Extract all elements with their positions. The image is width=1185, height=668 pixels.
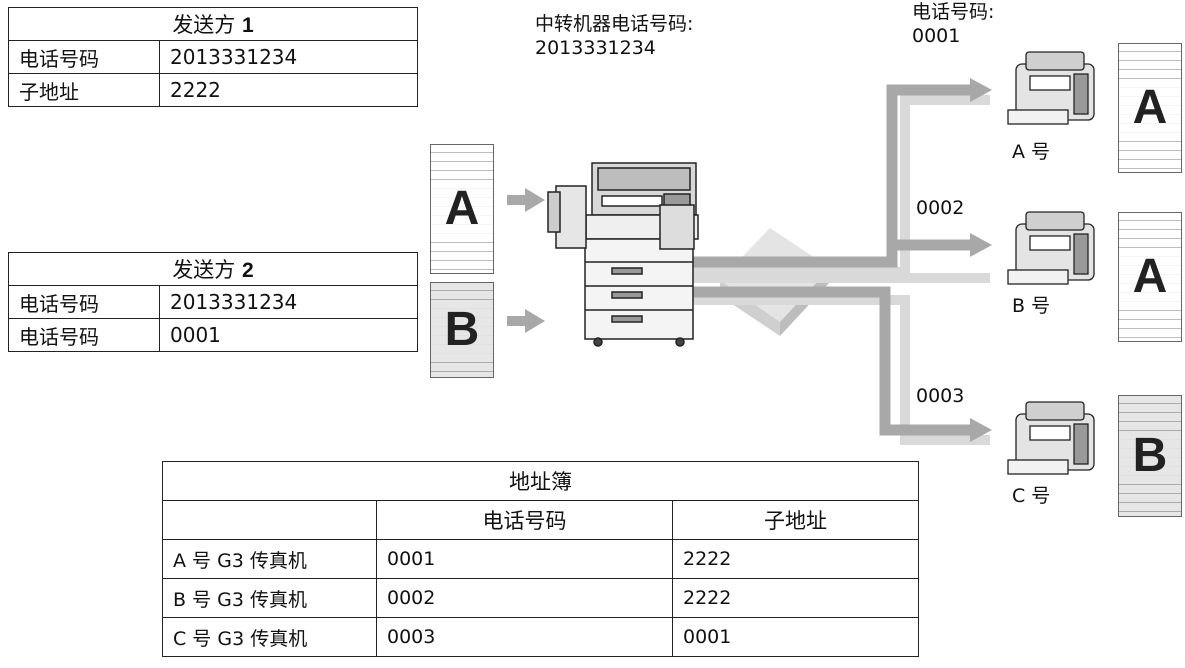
receiver-a-phone-label: 电话号码: 0001 xyxy=(912,0,994,48)
address-book-header-subaddress: 子地址 xyxy=(672,500,919,540)
address-book-row-1-name: A 号 G3 传真机 xyxy=(162,539,377,579)
address-book-title: 地址簿 xyxy=(162,461,919,501)
fax-machine-b-icon xyxy=(1007,211,1095,285)
table-row: B 号 G3 传真机 0002 2222 xyxy=(162,578,919,618)
sender-2-phone2-value: 0001 xyxy=(159,318,418,352)
fax-machine-c-icon xyxy=(1007,401,1095,475)
receiver-c-label: C 号 xyxy=(1012,485,1051,507)
input-arrow-b xyxy=(507,309,545,333)
table-row: C 号 G3 传真机 0003 0001 xyxy=(162,617,919,657)
sender-1-table: 发送方 1 电话号码 2013331234 子地址 2222 xyxy=(8,7,418,107)
receiver-a-label: A 号 xyxy=(1012,141,1051,163)
receiver-a-phone-number: 0001 xyxy=(912,25,961,47)
address-book-header-phone: 电话号码 xyxy=(376,500,673,540)
route-to-c xyxy=(690,286,992,442)
address-book-row-2-name: B 号 G3 传真机 xyxy=(162,578,377,618)
document-a-received-b: A xyxy=(1118,212,1182,342)
address-book-row-2-subaddress: 2222 xyxy=(672,578,919,618)
input-arrow-a xyxy=(507,188,545,212)
sender-1-phone-label: 电话号码 xyxy=(8,40,160,74)
address-book-row-1-phone: 0001 xyxy=(376,539,673,579)
document-a-received: A xyxy=(1118,43,1182,173)
address-book-row-1-subaddress: 2222 xyxy=(672,539,919,579)
address-book-header-name xyxy=(162,500,377,540)
address-book-row-3-subaddress: 0001 xyxy=(672,617,919,657)
sender-1-title-number: 1 xyxy=(242,14,254,37)
address-book-row-2-phone: 0002 xyxy=(376,578,673,618)
document-a-input-letter: A xyxy=(431,184,493,234)
relay-label: 中转机器电话号码: 2013331234 xyxy=(535,12,693,60)
route-number-c: 0003 xyxy=(916,385,965,407)
sender-2-table: 发送方 2 电话号码 2013331234 电话号码 0001 xyxy=(8,252,418,352)
document-b-received-c: B xyxy=(1118,395,1182,517)
sender-2-title-text: 发送方 xyxy=(172,258,236,282)
relay-label-number: 2013331234 xyxy=(535,37,656,59)
fax-machine-a-icon xyxy=(1007,51,1095,125)
document-b-input: B xyxy=(430,282,494,378)
sender-1-title: 发送方 1 xyxy=(8,7,418,41)
route-number-b: 0002 xyxy=(916,197,965,219)
route-shadow xyxy=(690,95,990,445)
route-to-a xyxy=(668,78,992,268)
receiver-b-label: B 号 xyxy=(1012,295,1051,317)
receiver-a-phone-title: 电话号码: xyxy=(912,1,995,23)
document-a-received-letter: A xyxy=(1119,83,1181,133)
address-book-table: 地址簿 电话号码 子地址 A 号 G3 传真机 0001 2222 B 号 G3… xyxy=(162,461,919,657)
sender-2-phone-label: 电话号码 xyxy=(8,285,160,319)
relay-label-title: 中转机器电话号码: xyxy=(535,13,694,35)
document-b-received-letter: A xyxy=(1119,252,1181,302)
relay-machine-icon xyxy=(547,162,699,347)
document-a-input: A xyxy=(430,144,494,274)
sender-1-phone-value: 2013331234 xyxy=(159,40,418,74)
sender-2-phone2-label: 电话号码 xyxy=(8,318,160,352)
sender-2-title-number: 2 xyxy=(242,259,254,282)
address-book-row-3-phone: 0003 xyxy=(376,617,673,657)
sender-2-phone-value: 2013331234 xyxy=(159,285,418,319)
address-book-row-3-name: C 号 G3 传真机 xyxy=(162,617,377,657)
route-to-b xyxy=(886,233,992,258)
document-b-input-letter: B xyxy=(431,305,493,355)
table-row: A 号 G3 传真机 0001 2222 xyxy=(162,539,919,579)
sender-1-subaddress-value: 2222 xyxy=(159,73,418,107)
sender-1-title-text: 发送方 xyxy=(172,13,236,37)
document-c-received-letter: B xyxy=(1119,431,1181,481)
